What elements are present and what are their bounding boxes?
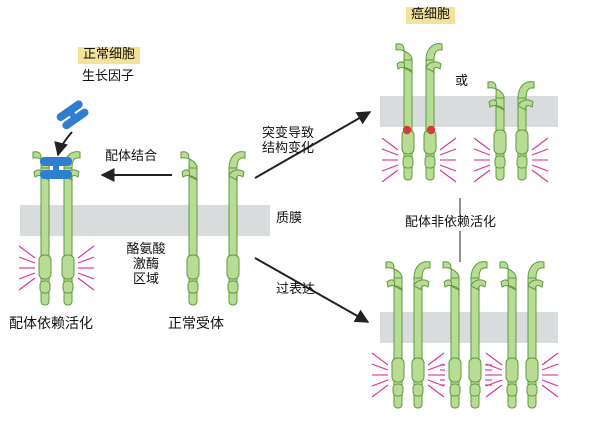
signal-line <box>439 169 457 183</box>
tyrosine-kinase-domain-label: 酪氨酸 激酶 区域 <box>116 242 176 288</box>
signal-line <box>485 384 503 398</box>
receptor-overexp-2-chain-left <box>442 261 462 409</box>
signal-line <box>77 245 95 259</box>
signal-line <box>77 277 95 291</box>
signal-line <box>381 169 399 183</box>
signal-line <box>18 256 36 264</box>
signal-line <box>541 363 559 371</box>
tyrosine-kinase-line-1: 酪氨酸 <box>126 242 166 257</box>
mutation-dot-right <box>426 125 436 135</box>
signal-line <box>531 137 549 151</box>
normal-receptor-label: 正常受体 <box>168 316 224 332</box>
signal-line <box>427 352 445 366</box>
signal-line <box>18 277 36 291</box>
receptor-icon <box>32 43 545 409</box>
mutation-dot-left <box>402 125 412 135</box>
arrow-growth-factor-to-receptor <box>54 131 73 157</box>
mutation-label: 突变导致 结构变化 <box>262 126 315 157</box>
signal-line <box>381 137 399 151</box>
signal-line <box>371 363 389 371</box>
mutation-line-2: 结构变化 <box>262 140 315 156</box>
or-label: 或 <box>455 74 469 89</box>
signal-line <box>473 169 491 183</box>
signal-line <box>485 352 503 366</box>
signal-line <box>381 164 399 172</box>
bound-growth-factor-icon <box>40 157 72 179</box>
signal-line <box>18 272 36 280</box>
mutation-line-1: 突变导致 <box>262 126 315 141</box>
receptor-normal-chain-left <box>180 151 200 306</box>
receptor-overexp-3-chain-left <box>499 261 519 409</box>
receptor-truncated-left <box>487 81 507 181</box>
receptor-overexp-2-chain-right <box>468 261 488 409</box>
cancer-cell-title: 癌细胞 <box>406 7 456 24</box>
signal-line <box>371 384 389 398</box>
signal-line <box>371 379 389 387</box>
growth-factor-label: 生长因子 <box>82 69 135 84</box>
signal-line <box>473 137 491 151</box>
ligand-independent-activation-label: 配体非依赖活化 <box>402 215 500 231</box>
signal-line <box>531 164 549 172</box>
signal-line <box>439 148 457 156</box>
signal-line <box>473 164 491 172</box>
membrane-left <box>20 205 270 236</box>
signal-line <box>77 272 95 280</box>
signal-line <box>381 148 399 156</box>
signal-line <box>541 352 559 366</box>
tyrosine-kinase-line-3: 区域 <box>132 271 159 287</box>
membrane-label: 质膜 <box>276 211 303 226</box>
tyrosine-kinase-line-2: 激酶 <box>132 256 159 272</box>
signal-line <box>541 379 559 387</box>
receptor-truncated-right <box>515 81 535 181</box>
signal-line <box>439 164 457 172</box>
signal-line <box>541 384 559 398</box>
ligand-binding-label: 配体结合 <box>105 149 158 164</box>
receptor-mutated-chain-right <box>423 43 443 181</box>
arrow-overexpression <box>254 257 370 323</box>
receptor-overexp-1-chain-right <box>411 261 431 409</box>
signal-line <box>427 384 445 398</box>
growth-factor-icon <box>56 100 89 130</box>
signal-line <box>371 352 389 366</box>
activation-signal-icon <box>18 137 559 398</box>
overexpression-label: 过表达 <box>276 282 316 297</box>
signal-line <box>439 137 457 151</box>
signal-line <box>18 245 36 259</box>
ligand-dependent-activation-label: 配体依赖活化 <box>9 316 93 332</box>
signal-line <box>77 256 95 264</box>
receptor-normal-chain-right <box>226 151 246 306</box>
receptor-overexp-1-chain-left <box>385 261 405 409</box>
signal-line <box>531 169 549 183</box>
normal-cell-title: 正常细胞 <box>78 47 141 64</box>
arrow-mutation <box>254 111 372 179</box>
signal-line <box>473 148 491 156</box>
receptor-overexp-3-chain-right <box>525 261 545 409</box>
signal-line <box>531 148 549 156</box>
